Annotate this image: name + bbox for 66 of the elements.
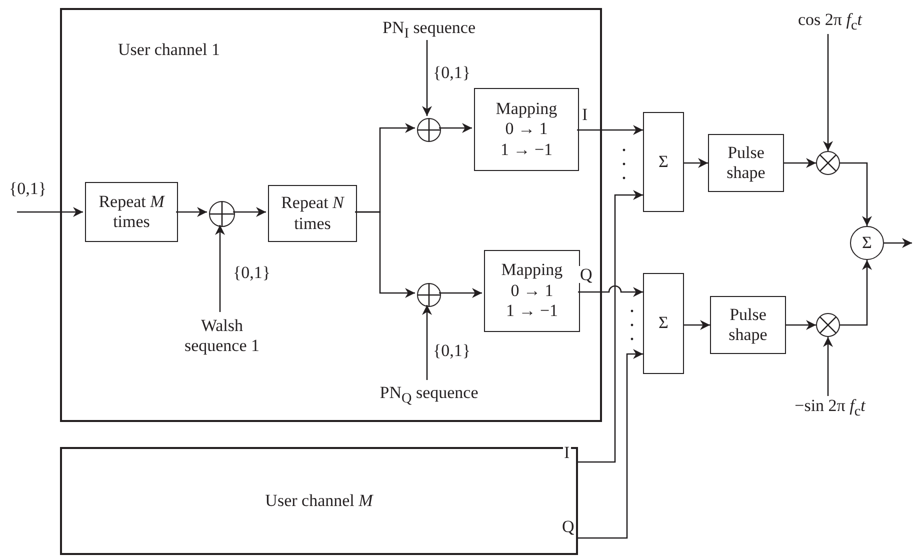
carrier-label: −sin 2π f$_{c}$t <box>775 396 885 420</box>
edge-label: {0,1} <box>8 180 48 197</box>
arrow <box>840 260 872 326</box>
carrier-label: cos 2π f$_{c}$t <box>780 10 880 34</box>
mapping-box <box>484 250 580 332</box>
arrow <box>215 225 225 312</box>
arrow <box>17 207 83 217</box>
edge-label: {0,1} <box>432 342 472 359</box>
arrow <box>684 158 708 168</box>
edge-label: I <box>581 106 589 123</box>
block-label: Repeat N times <box>280 193 346 234</box>
arrow <box>422 40 432 116</box>
block-label: Repeat M times <box>98 192 166 232</box>
summer-box <box>643 273 684 374</box>
mapping-box <box>474 88 579 171</box>
channel-block <box>60 8 602 422</box>
arrow <box>439 123 472 133</box>
arrow <box>578 349 643 539</box>
block-label: Mapping <box>501 260 563 281</box>
block-label: 0 → 1 <box>510 280 554 302</box>
arrow <box>823 337 833 396</box>
block-label: 1 → −1 <box>500 140 553 160</box>
arrow <box>884 238 912 248</box>
arrow <box>784 158 816 168</box>
arrow <box>786 320 816 330</box>
block-label: Σ <box>862 232 872 254</box>
arrow <box>578 285 643 297</box>
block-label: 1 → −1 <box>506 301 558 322</box>
summer-box <box>643 112 684 212</box>
sequence-label: Walsh sequence 1 <box>172 314 272 358</box>
edge-label: Q <box>579 266 594 283</box>
multiplier <box>816 313 840 337</box>
pulse-shape-box <box>710 296 786 354</box>
arrow <box>176 207 207 217</box>
pulse-shape-box <box>708 134 784 192</box>
arrow <box>355 211 415 298</box>
sum-circle <box>850 226 884 260</box>
modulo-adder <box>209 201 235 227</box>
block-label: 0 → 1 <box>505 119 548 140</box>
block-label: Pulse shape <box>728 304 768 346</box>
arrow <box>578 190 643 463</box>
process-box <box>268 185 357 242</box>
edge-label: {0,1} <box>232 264 272 281</box>
edge-label: Q <box>561 518 576 535</box>
multiplier <box>816 151 840 175</box>
arrow <box>422 305 432 380</box>
edge-label: {0,1} <box>432 64 472 81</box>
arrow <box>823 34 833 151</box>
block-title: User channel M <box>265 490 373 512</box>
process-box <box>85 182 178 242</box>
block-label: Σ <box>658 313 668 334</box>
arrow <box>840 162 872 226</box>
arrow <box>439 288 482 298</box>
arrow <box>577 125 643 135</box>
block-label: Pulse shape <box>726 142 766 184</box>
block-label: Mapping <box>496 98 558 120</box>
sequence-label: PN$_{Q}$ sequence <box>362 382 496 408</box>
sequence-label: PN$_{I}$ sequence <box>362 18 496 42</box>
arrow <box>233 207 266 217</box>
modulo-adder <box>417 283 441 307</box>
modulo-adder <box>417 118 441 142</box>
block-label: Σ <box>658 152 668 172</box>
block-title: User channel 1 <box>118 40 220 60</box>
edge-label: I <box>563 444 571 461</box>
channel-block <box>60 447 578 555</box>
arrow <box>684 320 710 330</box>
